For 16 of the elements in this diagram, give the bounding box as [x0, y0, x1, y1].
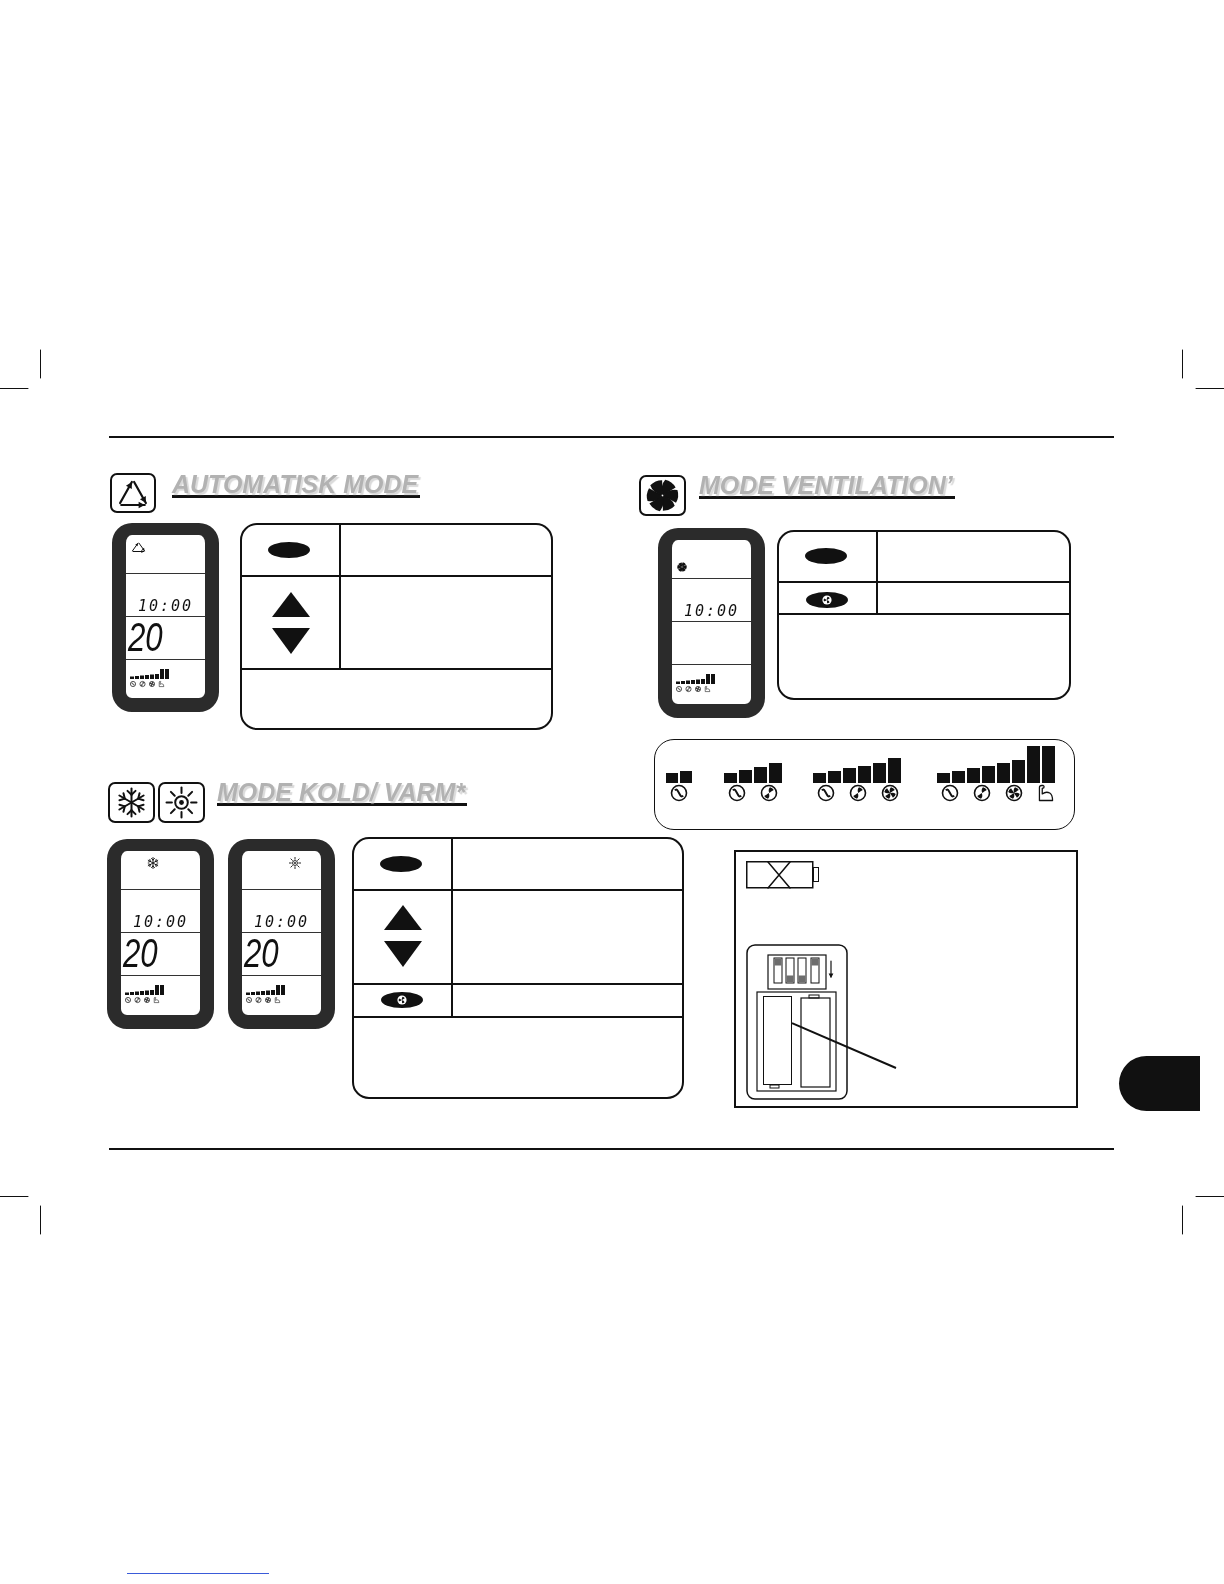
- leader-line: [791, 1022, 897, 1069]
- clock-readout: 10:00: [254, 914, 310, 930]
- temperature-readout: 20: [244, 933, 279, 973]
- temperature-readout: 20: [123, 933, 158, 973]
- lcd-display: [107, 839, 214, 1029]
- section-heading: MODE VENTILATION’: [699, 474, 955, 499]
- temperature-readout: 20: [128, 617, 163, 657]
- clock-readout: 10:00: [133, 914, 189, 930]
- clock-readout: 10:00: [684, 603, 740, 619]
- lcd-display: [228, 839, 335, 1029]
- clock-readout: 10:00: [138, 598, 194, 614]
- lcd-display: [658, 528, 765, 718]
- battery-cell: [763, 996, 792, 1085]
- section-heading: MODE KOLD/ VARM*: [217, 781, 468, 806]
- lcd-display: [112, 523, 219, 712]
- section-heading: AUTOMATISK MODE: [172, 473, 421, 498]
